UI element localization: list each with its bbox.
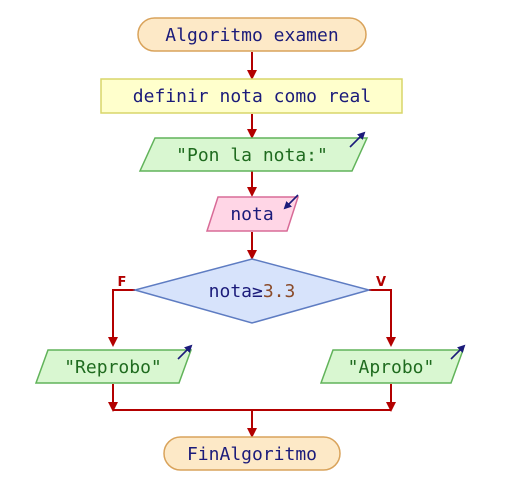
end-label: FinAlgoritmo xyxy=(187,444,317,465)
output-aprobo-label: "Aprobo" xyxy=(348,357,435,378)
input-read: nota xyxy=(205,194,300,232)
decision-node: nota≥3.3 F V xyxy=(118,258,386,324)
output-reprobo: "Reprobo" xyxy=(34,344,193,384)
input-label: nota xyxy=(230,204,273,225)
connector-false-branch xyxy=(108,289,135,347)
end-terminal: FinAlgoritmo xyxy=(163,436,341,471)
output-reprobo-arrow-icon xyxy=(177,344,193,360)
decision-variable: nota xyxy=(209,281,252,302)
true-branch-label: V xyxy=(376,275,386,290)
output-prompt: "Pon la nota:" xyxy=(138,131,369,172)
output-aprobo: "Aprobo" xyxy=(319,344,466,384)
output-prompt-label: "Pon la nota:" xyxy=(176,145,328,166)
start-terminal: Algoritmo examen xyxy=(137,17,367,52)
false-branch-label: F xyxy=(118,275,127,290)
input-arrow-icon xyxy=(283,194,299,210)
start-label: Algoritmo examen xyxy=(165,25,338,46)
output-arrow-icon xyxy=(349,131,366,148)
connectors xyxy=(108,52,396,438)
decision-value: 3.3 xyxy=(263,281,296,302)
process-box: definir nota como real xyxy=(100,78,403,114)
output-reprobo-label: "Reprobo" xyxy=(64,357,162,378)
output-aprobo-arrow-icon xyxy=(450,344,466,360)
process-label: definir nota como real xyxy=(133,86,371,107)
connector-true-branch xyxy=(369,289,396,347)
decision-operator: ≥ xyxy=(252,281,263,302)
decision-condition: nota≥3.3 xyxy=(209,281,296,302)
